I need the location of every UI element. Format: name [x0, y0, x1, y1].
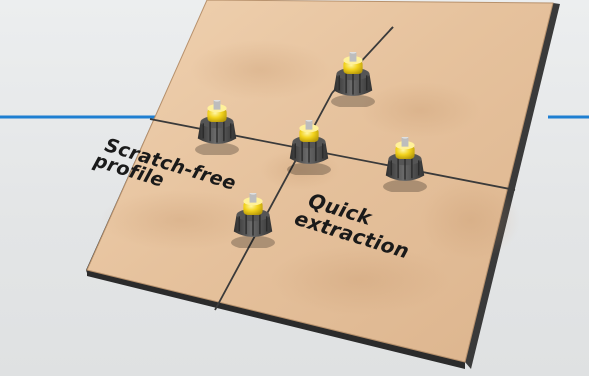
tile-edge-right — [465, 3, 560, 369]
tile-edge-front — [87, 270, 465, 369]
